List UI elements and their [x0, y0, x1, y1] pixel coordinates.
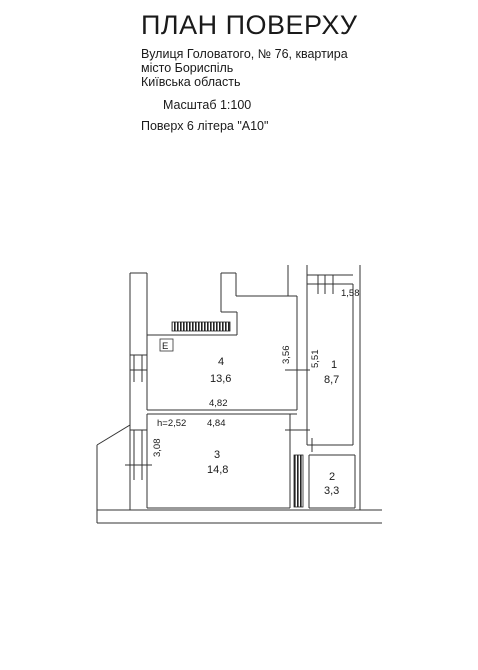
dim-room3-width: 4,84 [207, 418, 226, 429]
stove-symbol [159, 338, 174, 352]
address-street: Вулиця Головатого, № 76, квартира [141, 47, 348, 61]
ceiling-height: h=2,52 [157, 418, 186, 429]
floor-label: Поверх 6 літера "А10" [141, 119, 269, 133]
dim-room4-width: 4,82 [209, 398, 228, 409]
stove-mark: Е [162, 341, 168, 352]
room-2-number: 2 [329, 471, 335, 483]
room-4-number: 4 [218, 356, 224, 368]
dim-room4-height: 3,56 [281, 346, 292, 365]
windows [125, 275, 334, 480]
address-city: місто Бориспіль [141, 61, 234, 75]
dim-room1-height: 5,51 [310, 350, 321, 369]
radiator-room4 [171, 321, 231, 332]
room-4-area: 13,6 [210, 373, 231, 385]
page-title: ПЛАН ПОВЕРХУ [141, 10, 358, 40]
room-1-area: 8,7 [324, 374, 339, 386]
room-3-area: 14,8 [207, 464, 228, 476]
walls [96, 265, 382, 524]
dim-room3-height: 3,08 [152, 439, 163, 458]
room-2-area: 3,3 [324, 485, 339, 497]
room-1-number: 1 [331, 359, 337, 371]
room-3-number: 3 [214, 449, 220, 461]
dim-corridor: 1,58 [341, 288, 360, 299]
radiator-room3 [293, 454, 304, 508]
scale-label: Масштаб 1:100 [163, 98, 252, 112]
address-region: Київська область [141, 75, 241, 89]
